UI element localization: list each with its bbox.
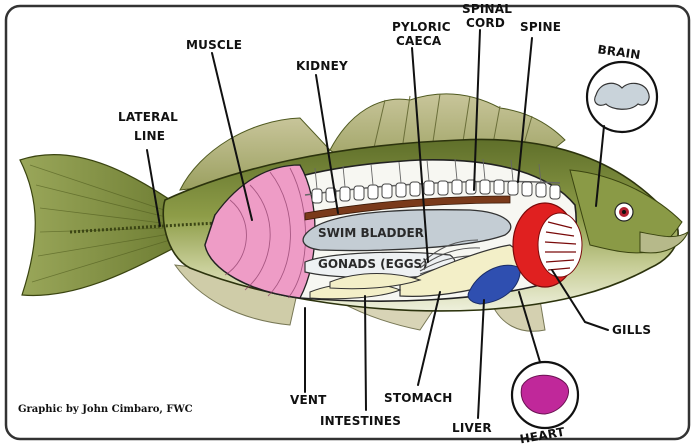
spinal-cord-label-line2: CORD — [466, 16, 505, 30]
muscle-label: MUSCLE — [186, 38, 242, 52]
pyloric-caeca-label-line2: CAECA — [396, 34, 442, 48]
pyloric-caeca-label-line1: PYLORIC — [392, 20, 451, 34]
vent-label: VENT — [290, 393, 327, 407]
credit-text: Graphic by John Cimbaro, FWC — [18, 404, 193, 415]
intestines-label: INTESTINES — [320, 414, 401, 428]
spine-label: SPINE — [520, 20, 561, 34]
lateral-line-label-line1: LATERAL — [118, 110, 178, 124]
liver-label: LIVER — [452, 421, 492, 435]
lateral-line-label-line2: LINE — [134, 129, 165, 143]
gills-label: GILLS — [612, 323, 651, 337]
brain-icon — [595, 83, 649, 109]
stomach-label: STOMACH — [384, 391, 453, 405]
gonads-label: GONADS (EGGS) — [318, 257, 428, 271]
intestines-leader — [365, 296, 366, 410]
spinal-cord-label-line1: SPINAL — [462, 2, 512, 16]
kidney-label: KIDNEY — [296, 59, 348, 73]
eye-pupil — [622, 210, 626, 214]
swim-bladder-label: SWIM BLADDER — [318, 226, 424, 240]
